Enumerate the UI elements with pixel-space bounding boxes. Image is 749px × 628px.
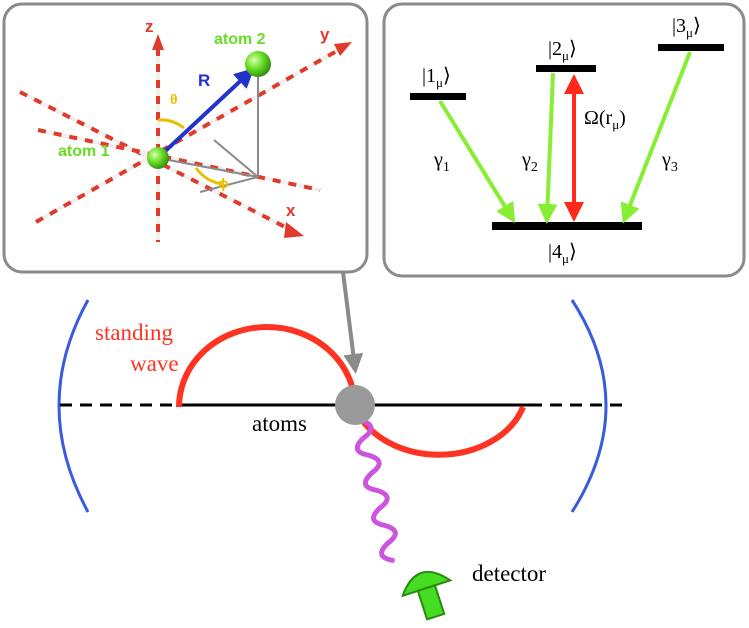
level-4-label: |4μ⟩ — [548, 241, 577, 266]
r-vector-label: R — [198, 71, 210, 90]
axis-y-label: y — [320, 25, 330, 44]
phi-label: ϕ — [218, 175, 229, 191]
emitted-photon — [354, 417, 398, 563]
atom-2-sphere — [245, 51, 271, 77]
level-1-bar — [410, 93, 466, 100]
x-arrow-head — [284, 222, 304, 238]
atom-1-sphere — [147, 147, 169, 169]
level-3-label: |3μ⟩ — [672, 15, 701, 40]
right-mirror — [570, 299, 608, 513]
level-2-label: |2μ⟩ — [548, 38, 577, 63]
left-mirror — [57, 299, 90, 513]
gamma-3-arrow — [620, 51, 692, 224]
atom-2-label: atom 2 — [214, 31, 266, 48]
y-axis-line — [35, 46, 343, 224]
theta-arc — [157, 118, 185, 130]
atoms-label: atoms — [252, 411, 307, 436]
detector-label: detector — [472, 561, 546, 586]
axis-x-label: x — [286, 201, 296, 220]
level-1-label: |1μ⟩ — [422, 65, 451, 90]
level-2-bar — [536, 65, 596, 72]
standing-wave-label-line2: wave — [130, 351, 179, 376]
standing-wave-upper-lobe — [176, 324, 358, 408]
rabi-frequency-label: Ω(rμ) — [584, 107, 626, 132]
standing-wave-label-line1: standing — [95, 320, 173, 345]
level-scheme-panel: |1μ⟩ |2μ⟩ |3μ⟩ |4μ⟩ γ1 γ2 γ3 Ω(rμ) — [382, 2, 746, 278]
level-3-bar — [658, 44, 724, 51]
theta-label: θ — [170, 91, 178, 107]
geometry-panel: z y x atom 1 atom 2 R θ ϕ — [2, 2, 369, 274]
level-4-bar — [492, 222, 642, 230]
detector-icon — [400, 570, 453, 621]
gamma-1-label: γ1 — [433, 149, 450, 175]
axis-lines — [19, 46, 343, 242]
zoom-pointer — [341, 271, 364, 374]
projection-lines — [157, 64, 259, 193]
gamma-2-arrow — [537, 72, 558, 224]
cavity-setup: standing wave atoms detector — [57, 271, 624, 621]
gamma-2-label: γ2 — [521, 149, 538, 175]
atoms-disk — [335, 385, 375, 425]
gamma-1-arrow — [438, 99, 516, 224]
y-arrow-head — [334, 42, 352, 56]
extra-axis-line — [37, 128, 321, 192]
gamma-3-label: γ3 — [661, 149, 678, 175]
phi-arc — [194, 167, 223, 186]
standing-wave-lower-lobe — [352, 405, 526, 458]
r-vector-arrow — [158, 67, 255, 158]
axis-z-label: z — [145, 17, 154, 36]
z-arrow-head — [152, 34, 164, 50]
atom-1-label: atom 1 — [58, 143, 110, 160]
